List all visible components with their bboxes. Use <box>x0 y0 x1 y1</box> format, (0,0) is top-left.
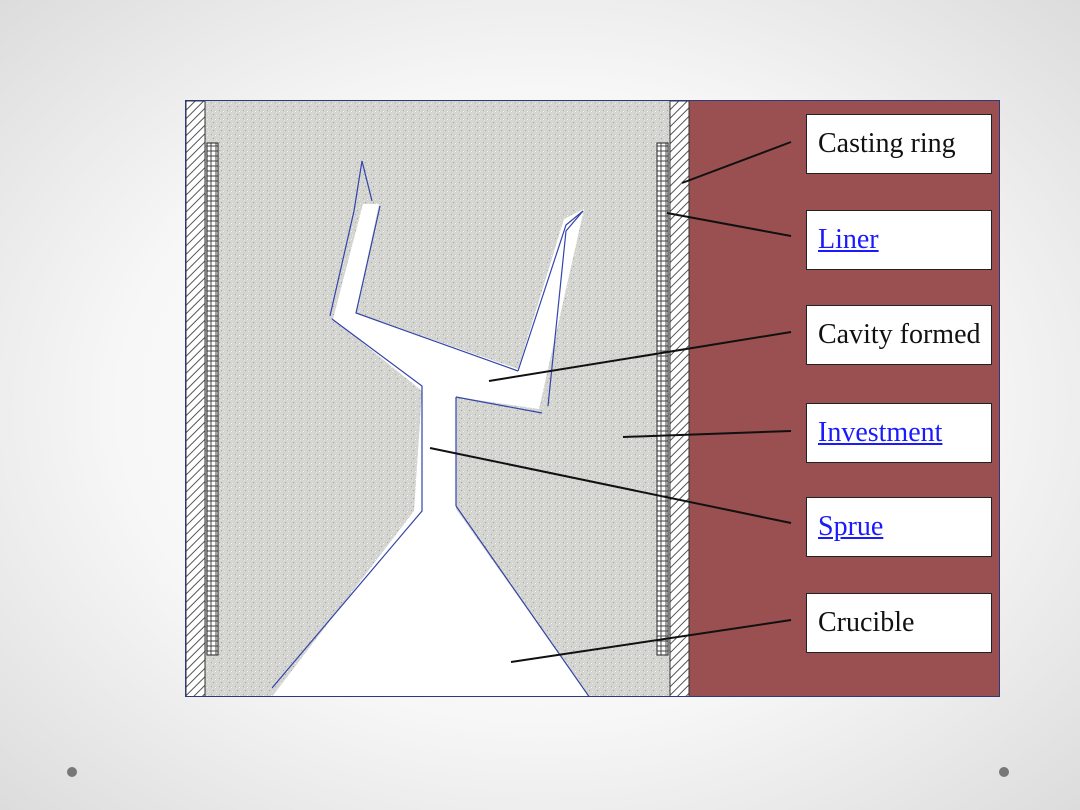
casting-ring-left-wall <box>186 101 206 696</box>
label-casting-ring: Casting ring <box>806 114 992 174</box>
leader-casting-ring <box>681 141 792 184</box>
bullet-dot-icon-left <box>67 767 77 777</box>
label-crucible: Crucible <box>806 593 992 653</box>
label-liner-link[interactable]: Liner <box>806 210 992 270</box>
casting-diagram: Casting ring Liner Cavity formed Investm… <box>185 100 1000 697</box>
liner-right-strip <box>656 142 669 656</box>
cavity-outlines <box>271 160 590 696</box>
casting-ring-right-wall <box>669 101 690 696</box>
leader-investment <box>622 430 792 438</box>
label-cavity-formed: Cavity formed <box>806 305 992 365</box>
leader-crucible <box>510 619 792 663</box>
leader-cavity-formed <box>488 331 792 382</box>
label-investment-link[interactable]: Investment <box>806 403 992 463</box>
cavity-sprue-crucible-shape <box>272 204 589 696</box>
leader-liner <box>666 212 792 237</box>
label-sprue-link[interactable]: Sprue <box>806 497 992 557</box>
leader-sprue <box>429 447 792 524</box>
casting-ring-cross-section <box>186 101 792 696</box>
liner-left-strip <box>206 142 219 656</box>
leader-lines <box>429 141 792 663</box>
bullet-dot-icon-right <box>999 767 1009 777</box>
